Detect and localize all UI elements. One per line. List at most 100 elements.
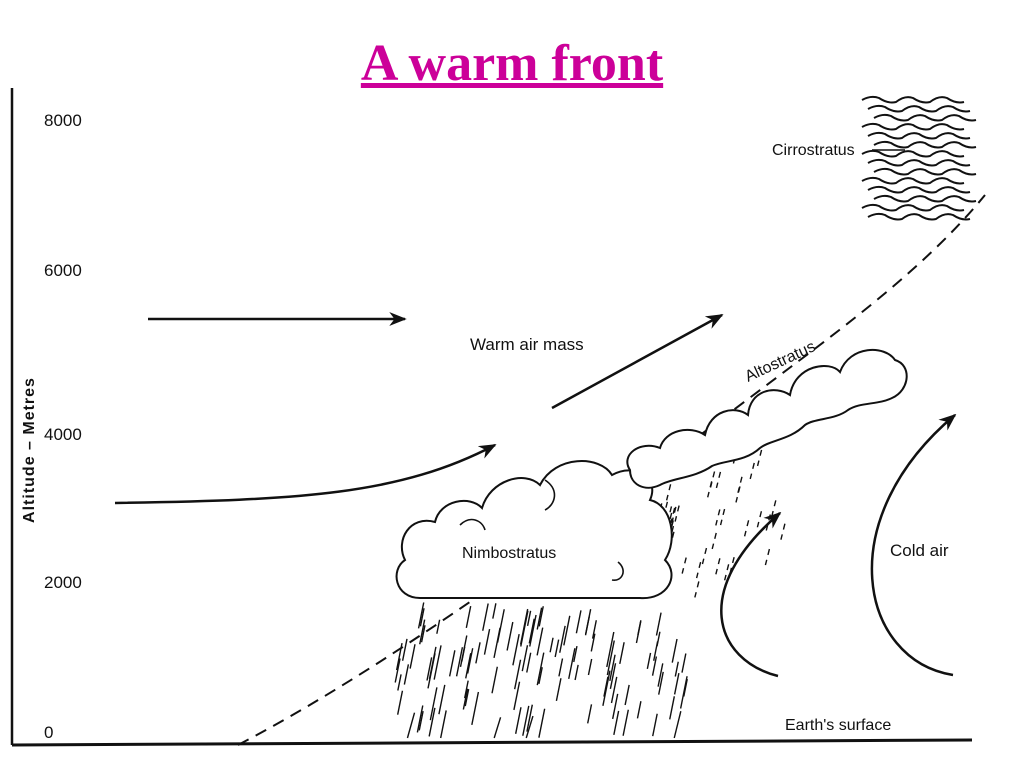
rain-streak — [536, 627, 544, 656]
rain-streak — [436, 619, 441, 634]
rain-streak — [433, 645, 442, 680]
rain-streak — [563, 615, 571, 646]
rain-streak — [622, 709, 630, 736]
cirrus-wisp — [873, 194, 977, 203]
label-cold-air: Cold air — [890, 541, 949, 560]
rain-streak — [603, 676, 609, 697]
rain-streak — [464, 689, 470, 707]
rain-streak — [651, 656, 658, 676]
rain-streak — [438, 684, 446, 715]
rain-streak — [657, 663, 664, 687]
rain-streak — [514, 707, 522, 734]
rain-streak — [683, 678, 688, 697]
rain-streak — [549, 637, 554, 653]
rain-streak — [428, 707, 436, 737]
cirrus-wisp — [873, 167, 977, 176]
cirrus-wisp — [861, 176, 965, 185]
rain-streak — [611, 693, 619, 720]
rain-streak — [665, 484, 672, 501]
cirrus-wisp — [867, 104, 971, 113]
rain-streak — [513, 659, 522, 690]
cirrus-wisp — [873, 113, 977, 122]
cirrus-wisp — [861, 203, 965, 212]
rain-streak — [719, 508, 726, 526]
rain-streak — [658, 671, 664, 695]
frontal-surface — [237, 194, 986, 746]
rain-streak — [492, 603, 497, 619]
rain-streak — [416, 705, 424, 733]
cloud-detail — [544, 479, 556, 511]
rain-streak — [674, 661, 679, 677]
rain-streak — [506, 621, 514, 651]
cold-air-arrow-left — [720, 511, 782, 678]
rain-streak — [574, 664, 579, 681]
rain-streak — [669, 507, 676, 525]
rain-streak — [756, 449, 763, 467]
rain-streak — [519, 608, 529, 645]
rain-streak — [669, 696, 676, 720]
rain-streak — [674, 505, 680, 522]
rain-streak — [529, 614, 537, 647]
rain-streak — [715, 471, 722, 489]
rain-streak — [636, 701, 642, 719]
rain-streak — [695, 561, 702, 579]
rain-streak — [525, 715, 534, 739]
altostratus-cloud — [626, 348, 908, 489]
rain-streak — [526, 704, 534, 732]
rain-streak — [652, 713, 658, 737]
rain-streak — [749, 462, 755, 480]
rain-streak — [419, 619, 426, 645]
rain-streak — [528, 618, 535, 644]
cirrus-wisp — [867, 131, 971, 140]
cirrus-wisp — [867, 212, 971, 221]
rain-streak — [493, 627, 501, 659]
rain-streak — [681, 557, 687, 574]
rain-streak — [653, 641, 659, 661]
rain-streak — [610, 676, 618, 704]
rain-streak — [455, 647, 464, 677]
label-nimbostratus: Nimbostratus — [462, 545, 556, 562]
rain-streak — [538, 606, 544, 627]
rain-streak — [394, 658, 401, 683]
rain-streak — [419, 608, 425, 627]
rain-streak — [465, 653, 472, 679]
rain-streak — [673, 711, 682, 739]
tick-8000: 8000 — [44, 111, 82, 130]
cirrus-wisp — [861, 95, 965, 104]
rain-streak — [701, 547, 708, 565]
rain-streak — [403, 664, 410, 685]
rain-streak — [420, 625, 426, 643]
rain-streak — [426, 657, 433, 681]
warm-air-arrow-lower — [114, 443, 497, 505]
rain-streak — [673, 672, 680, 695]
rain-streak — [584, 616, 591, 636]
rain-streak — [568, 648, 576, 680]
cirrostratus-wisps — [861, 95, 977, 221]
earth-surface-line — [11, 738, 973, 747]
cirrus-wisp — [873, 140, 977, 149]
rain-streak — [462, 688, 469, 710]
rain-streak — [624, 684, 630, 706]
page-title: A warm front — [360, 35, 664, 92]
rain-streak — [606, 631, 615, 668]
rain-streak — [559, 625, 566, 653]
rain-streak — [475, 642, 481, 664]
rain-streak — [463, 680, 469, 699]
rain-streak — [606, 640, 615, 676]
rain-streak — [482, 603, 489, 631]
rain-streak — [609, 654, 616, 682]
label-warm-air-mass: Warm air mass — [470, 335, 584, 354]
rain-streak — [536, 607, 543, 630]
cirrus-wisp — [861, 122, 965, 131]
rain-streak — [609, 663, 617, 690]
rain-streak — [715, 509, 721, 526]
label-earths-surface: Earth's surface — [785, 717, 891, 734]
rain-streak — [694, 581, 700, 598]
rain-streak — [575, 610, 582, 634]
rain-streak — [461, 646, 466, 662]
rain-streak — [401, 638, 408, 661]
rain-streak — [756, 511, 763, 528]
rain-streak — [619, 642, 625, 665]
rain-streak — [483, 628, 491, 655]
